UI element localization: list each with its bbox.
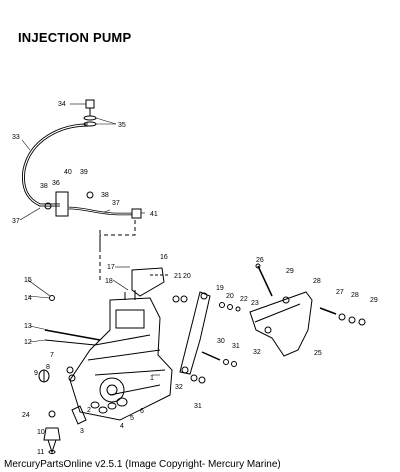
- callout-39: 39: [80, 169, 88, 176]
- callout-41: 41: [150, 211, 158, 218]
- callout-31: 31: [232, 343, 240, 350]
- callout-11: 11: [37, 449, 44, 456]
- callout-36: 36: [52, 180, 60, 187]
- callout-9: 9: [34, 370, 38, 377]
- callout-28-repeat: 28: [313, 278, 321, 285]
- pump-body: [69, 297, 173, 421]
- callout-31-repeat: 31: [194, 403, 202, 410]
- callout-4: 4: [120, 423, 124, 430]
- callout-25: 25: [314, 350, 322, 357]
- callout-27: 27: [336, 289, 344, 296]
- callout-14: 14: [24, 295, 32, 302]
- callout-20-repeat: 20: [226, 293, 234, 300]
- callout-37-repeat: 37: [112, 200, 120, 207]
- callout-26: 26: [256, 257, 264, 264]
- callout-34: 34: [58, 101, 66, 108]
- callout-17: 17: [107, 264, 115, 271]
- callout-10: 10: [37, 429, 45, 436]
- callout-12: 12: [24, 339, 32, 346]
- callout-16: 16: [160, 254, 168, 261]
- callout-38-repeat: 38: [101, 192, 109, 199]
- callout-6: 6: [140, 408, 144, 415]
- callout-8: 8: [46, 364, 50, 371]
- callout-21: 21: [174, 273, 182, 280]
- callout-labels: 1 2 3 4 5 6 7 8 9 10 11 12 13 14 15 16 1…: [12, 101, 378, 456]
- pump-governor-housing: [115, 309, 145, 329]
- callout-33: 33: [12, 134, 20, 141]
- callout-38: 38: [40, 183, 48, 190]
- callout-19: 19: [216, 285, 224, 292]
- fitting-34: [85, 99, 95, 109]
- callout-24: 24: [22, 412, 30, 419]
- callout-7: 7: [50, 352, 54, 359]
- bracket-25: [249, 291, 313, 357]
- callout-40: 40: [64, 169, 72, 176]
- callout-32-repeat: 32: [175, 384, 183, 391]
- callout-32: 32: [253, 349, 261, 356]
- part-10: [43, 427, 61, 441]
- callout-22: 22: [240, 296, 248, 303]
- callout-15: 15: [24, 277, 32, 284]
- callout-23: 23: [251, 300, 259, 307]
- callout-1: 1: [150, 375, 154, 382]
- callout-13: 13: [24, 323, 32, 330]
- callout-35: 35: [118, 122, 126, 129]
- bracket-40: [55, 191, 69, 217]
- diagram-title: INJECTION PUMP: [18, 30, 132, 45]
- callout-29-repeat: 29: [286, 268, 294, 275]
- callout-28: 28: [351, 292, 359, 299]
- throttle-lever-19: [179, 291, 211, 375]
- fitting-41: [131, 208, 142, 219]
- callout-2: 2: [87, 407, 91, 414]
- bracket-16: [131, 267, 165, 297]
- callout-18: 18: [105, 278, 113, 285]
- callout-30: 30: [217, 338, 225, 345]
- callout-29: 29: [370, 297, 378, 304]
- footer-copyright: MercuryPartsOnline v2.5.1 (Image Copyrig…: [4, 459, 281, 470]
- callout-37: 37: [12, 218, 20, 225]
- callout-3: 3: [80, 428, 84, 435]
- callout-20: 20: [183, 273, 191, 280]
- callout-5: 5: [130, 415, 134, 422]
